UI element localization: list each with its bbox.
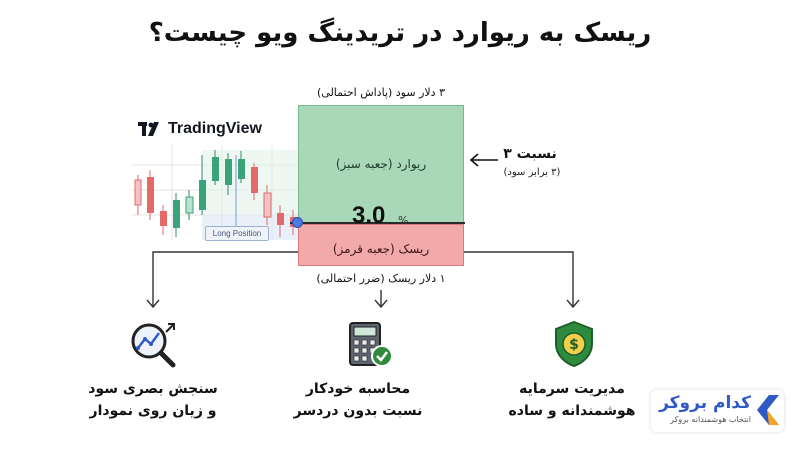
svg-text:$: $	[569, 337, 579, 353]
brand-logo-icon	[757, 395, 779, 425]
ratio-note-subtitle: (۳ برابر سود)	[503, 167, 561, 178]
entry-handle	[292, 217, 303, 228]
long-position-badge: Long Position	[205, 226, 269, 241]
feature-line1: مدیریت سرمایه	[519, 381, 625, 397]
reward-label: ریوارد (جعبه سبز)	[335, 157, 427, 171]
risk-amount-caption: ۱ دلار ریسک (ضرر احتمالی)	[316, 272, 446, 285]
tradingview-logo-icon	[138, 122, 159, 136]
feature-auto-calculation: محاسبه خودکار نسبت بدون دردسر	[283, 378, 433, 422]
shield-dollar-icon: $	[555, 320, 593, 368]
ratio-unit: %	[398, 214, 409, 227]
tradingview-logo: TradingView	[138, 118, 262, 140]
brand-tagline: انتخاب هوشمندانه بروکر	[670, 415, 751, 424]
calculator-check-icon	[349, 322, 393, 367]
entry-line	[290, 222, 465, 224]
logo-text: TradingView	[168, 120, 262, 137]
feature-visual-measurement: سنجش بصری سود و زیان روی نمودار	[78, 378, 228, 422]
feature-line1: سنجش بصری سود	[88, 381, 218, 397]
feature-line1: محاسبه خودکار	[305, 381, 411, 397]
reward-box	[298, 105, 464, 224]
feature-line2: نسبت بدون دردسر	[293, 403, 423, 419]
ratio-note-title: نسبت ۳	[503, 146, 557, 162]
ratio-value: 3.0	[352, 202, 386, 229]
page-title: ریسک به ریوارد در تریدینگ ویو چیست؟	[148, 18, 652, 48]
left-arrow-icon	[469, 153, 498, 167]
risk-box	[298, 224, 464, 266]
brand-name: کدام بروکر	[659, 393, 751, 413]
feature-money-management: مدیریت سرمایه هوشمندانه و ساده	[497, 378, 647, 422]
feature-line2: هوشمندانه و ساده	[508, 403, 636, 419]
feature-line2: و زیان روی نمودار	[89, 403, 217, 419]
magnifier-chart-icon	[131, 323, 176, 368]
risk-label: ریسک (جعبه قرمز)	[332, 242, 430, 256]
reward-amount-caption: ۳ دلار سود (پاداش احتمالی)	[317, 86, 445, 99]
